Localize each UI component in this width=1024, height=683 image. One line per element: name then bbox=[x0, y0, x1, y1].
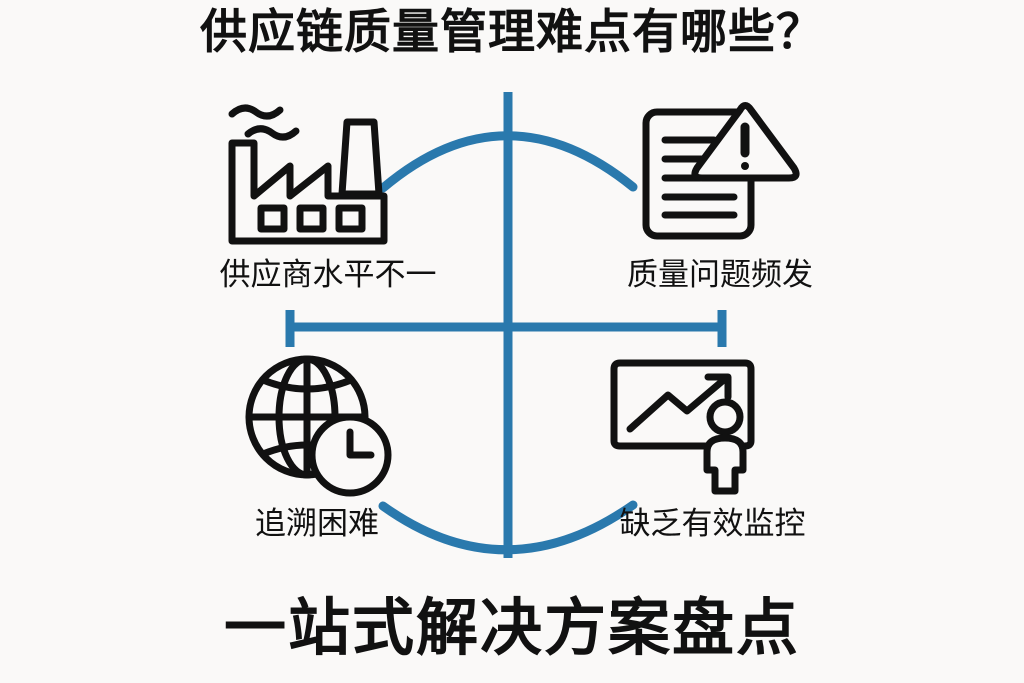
quadrant-label-bottom-right: 缺乏有效监控 bbox=[619, 506, 806, 541]
factory-icon bbox=[222, 96, 402, 248]
warning-exclamation-dot bbox=[741, 162, 749, 170]
top-arc bbox=[378, 131, 638, 193]
factory-icon-glyph bbox=[228, 104, 388, 245]
page-subtitle: 一站式解决方案盘点 bbox=[223, 594, 800, 663]
factory-window-3 bbox=[335, 204, 366, 233]
globe-clock-icon bbox=[244, 352, 396, 498]
quadrant-label-top-right: 质量问题频发 bbox=[627, 257, 813, 292]
chimney-tall bbox=[338, 118, 383, 198]
quadrant-label-bottom-left: 追溯困难 bbox=[255, 506, 379, 541]
person-head bbox=[706, 398, 744, 436]
person-body bbox=[703, 434, 747, 495]
factory-window-2 bbox=[296, 204, 327, 233]
document-warning-icon bbox=[638, 96, 804, 242]
trend-line bbox=[626, 374, 730, 433]
presentation-chart-person-icon-glyph bbox=[610, 359, 755, 495]
globe-clock-icon-glyph bbox=[245, 355, 392, 497]
document-warning-icon-glyph bbox=[642, 102, 800, 240]
factory-body bbox=[228, 139, 388, 245]
page-title: 供应链质量管理难点有哪些？ bbox=[200, 5, 824, 58]
factory-window-1 bbox=[257, 204, 288, 233]
smoke-wave-lower bbox=[244, 125, 300, 141]
presentation-chart-person-icon bbox=[608, 358, 780, 496]
globe-parallel-upper bbox=[259, 376, 355, 393]
quadrant-label-top-left: 供应商水平不一 bbox=[219, 257, 437, 292]
clock-hands bbox=[346, 428, 375, 459]
trend-arrowhead bbox=[704, 373, 732, 401]
smoke-wave-upper bbox=[228, 104, 284, 120]
